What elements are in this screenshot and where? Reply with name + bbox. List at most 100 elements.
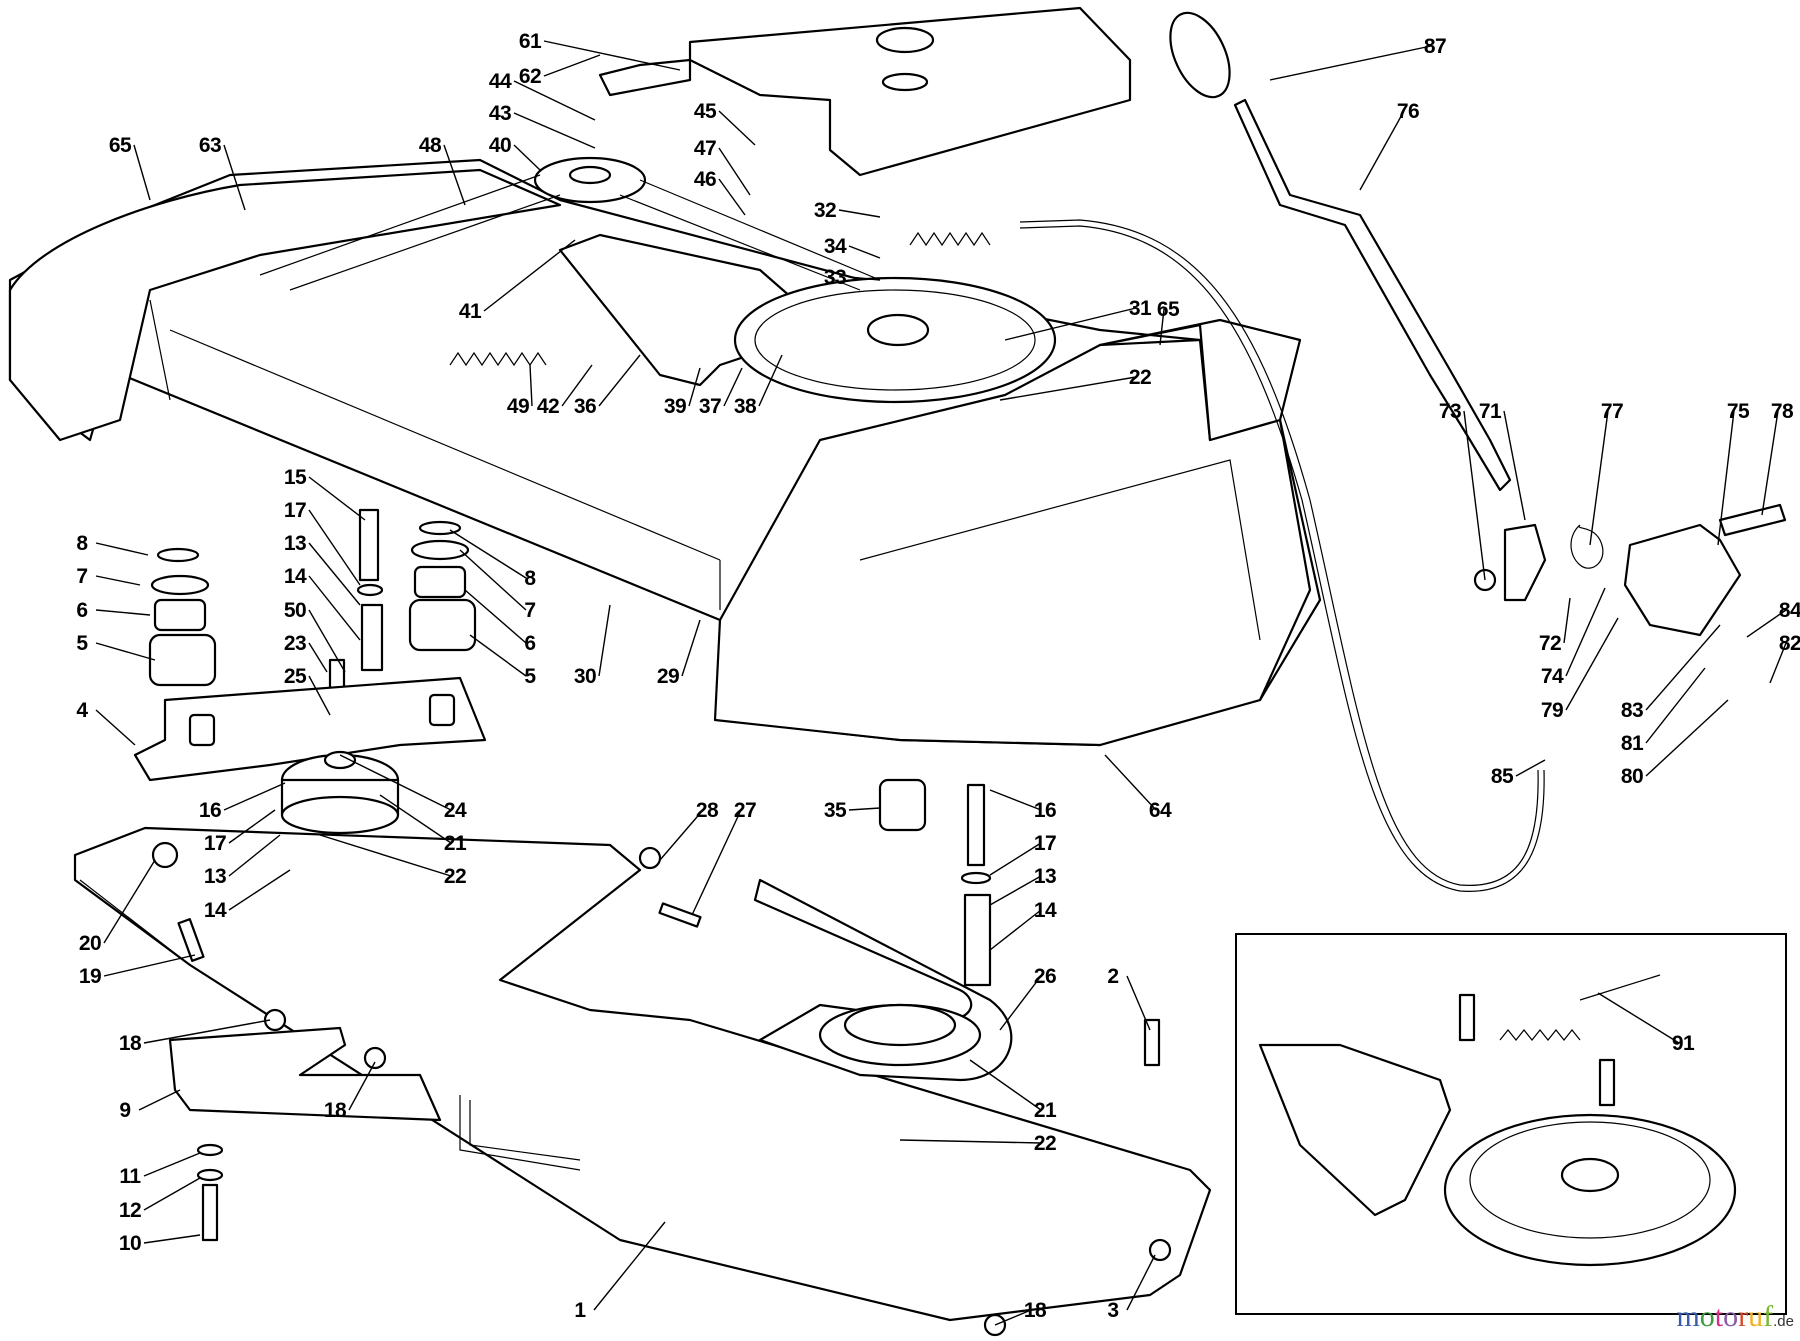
callout-74[interactable]: 74 xyxy=(1541,665,1565,688)
callout-21b[interactable]: 21 xyxy=(1034,1099,1058,1122)
callout-10[interactable]: 10 xyxy=(119,1232,142,1255)
control-cable xyxy=(1019,219,1539,886)
callout-37[interactable]: 37 xyxy=(699,395,722,418)
callout-80[interactable]: 80 xyxy=(1621,765,1644,788)
callout-22b[interactable]: 22 xyxy=(444,865,467,888)
callout-17a[interactable]: 17 xyxy=(284,499,307,522)
callout-77[interactable]: 77 xyxy=(1601,400,1624,423)
callout-3[interactable]: 3 xyxy=(1107,1299,1119,1322)
callout-13b[interactable]: 13 xyxy=(204,865,227,888)
callout-46[interactable]: 46 xyxy=(694,168,717,191)
callout-79[interactable]: 79 xyxy=(1541,699,1564,722)
callout-62[interactable]: 62 xyxy=(519,65,542,88)
callout-71[interactable]: 71 xyxy=(1479,400,1503,423)
callout-9[interactable]: 9 xyxy=(119,1099,131,1122)
callout-76[interactable]: 76 xyxy=(1397,100,1420,123)
callout-48[interactable]: 48 xyxy=(419,134,443,157)
callout-8b[interactable]: 8 xyxy=(524,567,537,590)
callout-25[interactable]: 25 xyxy=(284,665,308,688)
callout-26[interactable]: 26 xyxy=(1034,965,1057,988)
callout-82[interactable]: 82 xyxy=(1779,632,1800,655)
callout-22c[interactable]: 22 xyxy=(1034,1132,1057,1155)
leader-line-74 xyxy=(1565,587,1606,677)
callout-11[interactable]: 11 xyxy=(119,1165,142,1188)
callout-13a[interactable]: 13 xyxy=(284,532,307,555)
callout-18a[interactable]: 18 xyxy=(119,1032,143,1055)
callout-38[interactable]: 38 xyxy=(734,395,758,418)
callout-47[interactable]: 47 xyxy=(694,137,717,160)
callout-30[interactable]: 30 xyxy=(574,665,597,688)
callout-4[interactable]: 4 xyxy=(76,699,89,722)
callout-50[interactable]: 50 xyxy=(284,599,307,622)
callout-31[interactable]: 31 xyxy=(1129,297,1153,320)
callout-65b[interactable]: 65 xyxy=(1157,298,1181,321)
callout-20[interactable]: 20 xyxy=(79,932,102,955)
callout-2[interactable]: 2 xyxy=(1107,965,1119,988)
callout-27[interactable]: 27 xyxy=(734,799,757,822)
callout-83[interactable]: 83 xyxy=(1621,699,1644,722)
leader-line-47 xyxy=(718,147,751,196)
callout-49[interactable]: 49 xyxy=(507,395,530,418)
callout-17b[interactable]: 17 xyxy=(204,832,227,855)
callout-21a[interactable]: 21 xyxy=(444,832,468,855)
leader-line-73 xyxy=(1463,410,1486,581)
callout-5b[interactable]: 5 xyxy=(524,665,537,688)
callout-14c[interactable]: 14 xyxy=(1034,899,1058,922)
callout-14a[interactable]: 14 xyxy=(284,565,308,588)
callout-81[interactable]: 81 xyxy=(1621,732,1645,755)
callout-65a[interactable]: 65 xyxy=(109,134,133,157)
leader-line-76 xyxy=(1359,110,1405,191)
callout-36[interactable]: 36 xyxy=(574,395,597,418)
callout-28[interactable]: 28 xyxy=(696,799,720,822)
callout-17c[interactable]: 17 xyxy=(1034,832,1057,855)
callout-32[interactable]: 32 xyxy=(814,199,837,222)
callout-29[interactable]: 29 xyxy=(657,665,680,688)
callout-64[interactable]: 64 xyxy=(1149,799,1173,822)
motoruf-logo[interactable]: motoruf.de xyxy=(1676,1302,1794,1337)
callout-45[interactable]: 45 xyxy=(694,100,718,123)
callout-19[interactable]: 19 xyxy=(79,965,102,988)
callout-34[interactable]: 34 xyxy=(824,235,848,258)
callout-13c[interactable]: 13 xyxy=(1034,865,1057,888)
callout-72[interactable]: 72 xyxy=(1539,632,1562,655)
callout-85[interactable]: 85 xyxy=(1491,765,1515,788)
leader-line-24 xyxy=(339,754,452,811)
callout-7a[interactable]: 7 xyxy=(76,565,88,588)
callout-91[interactable]: 91 xyxy=(1672,1032,1696,1055)
callout-42[interactable]: 42 xyxy=(537,395,560,418)
callout-87[interactable]: 87 xyxy=(1424,35,1447,58)
callout-18b[interactable]: 18 xyxy=(324,1099,348,1122)
leader-line-39 xyxy=(688,367,701,407)
callout-1[interactable]: 1 xyxy=(574,1299,587,1322)
callout-63[interactable]: 63 xyxy=(199,134,222,157)
callout-12[interactable]: 12 xyxy=(119,1199,142,1222)
callout-41[interactable]: 41 xyxy=(459,300,483,323)
callout-73[interactable]: 73 xyxy=(1439,400,1462,423)
callout-18c[interactable]: 18 xyxy=(1024,1299,1048,1322)
leader-line-37 xyxy=(723,367,743,407)
callout-35[interactable]: 35 xyxy=(824,799,848,822)
callout-22a[interactable]: 22 xyxy=(1129,366,1152,389)
callout-16a[interactable]: 16 xyxy=(199,799,222,822)
callout-78[interactable]: 78 xyxy=(1771,400,1795,423)
callout-15[interactable]: 15 xyxy=(284,466,308,489)
callout-6a[interactable]: 6 xyxy=(76,599,88,622)
callout-43[interactable]: 43 xyxy=(489,102,512,125)
bolt-27 xyxy=(658,902,702,928)
callout-61[interactable]: 61 xyxy=(519,30,543,53)
callout-44[interactable]: 44 xyxy=(489,70,513,93)
callout-39[interactable]: 39 xyxy=(664,395,687,418)
callout-14b[interactable]: 14 xyxy=(204,899,228,922)
callout-75[interactable]: 75 xyxy=(1727,400,1751,423)
callout-33[interactable]: 33 xyxy=(824,266,847,289)
callout-16b[interactable]: 16 xyxy=(1034,799,1057,822)
callout-5a[interactable]: 5 xyxy=(76,632,89,655)
leader-line-13c xyxy=(989,875,1042,906)
callout-6b[interactable]: 6 xyxy=(524,632,536,655)
callout-24[interactable]: 24 xyxy=(444,799,468,822)
callout-8a[interactable]: 8 xyxy=(76,532,89,555)
callout-7b[interactable]: 7 xyxy=(524,599,536,622)
callout-84[interactable]: 84 xyxy=(1779,599,1800,622)
callout-23[interactable]: 23 xyxy=(284,632,307,655)
callout-40[interactable]: 40 xyxy=(489,134,512,157)
